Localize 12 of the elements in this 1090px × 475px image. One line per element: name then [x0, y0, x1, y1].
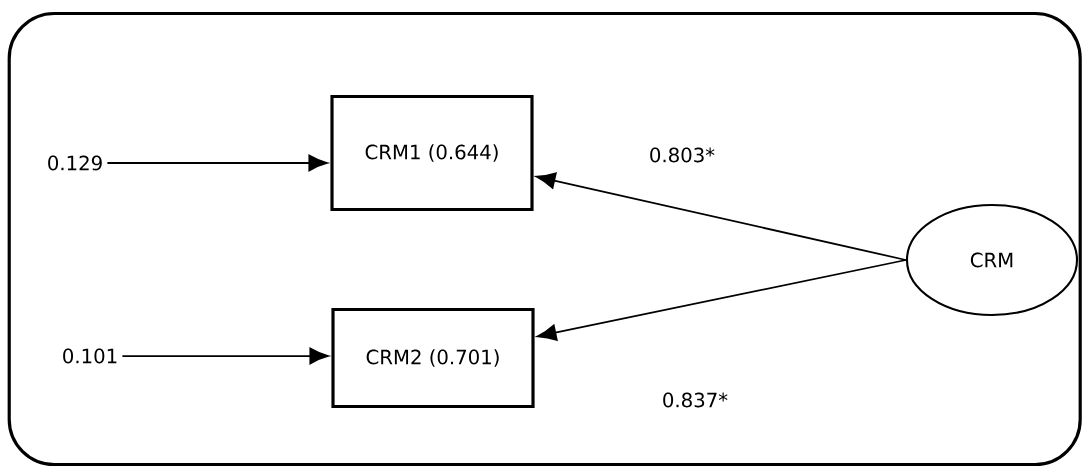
arrow: [106, 154, 328, 172]
arrow: [535, 172, 907, 261]
ellipse-node: CRM: [905, 203, 1079, 317]
frame: [7, 11, 1082, 467]
arrow: [121, 347, 329, 365]
arrow: [537, 259, 907, 341]
value-text: 0.101: [63, 348, 117, 364]
box-node: CRM2 (0.701): [331, 307, 535, 409]
edge-label: 0.837*: [658, 389, 732, 411]
value-text: 0.129: [48, 155, 102, 171]
box-node: CRM1 (0.644): [330, 94, 534, 212]
edge-label: 0.803*: [645, 144, 719, 166]
